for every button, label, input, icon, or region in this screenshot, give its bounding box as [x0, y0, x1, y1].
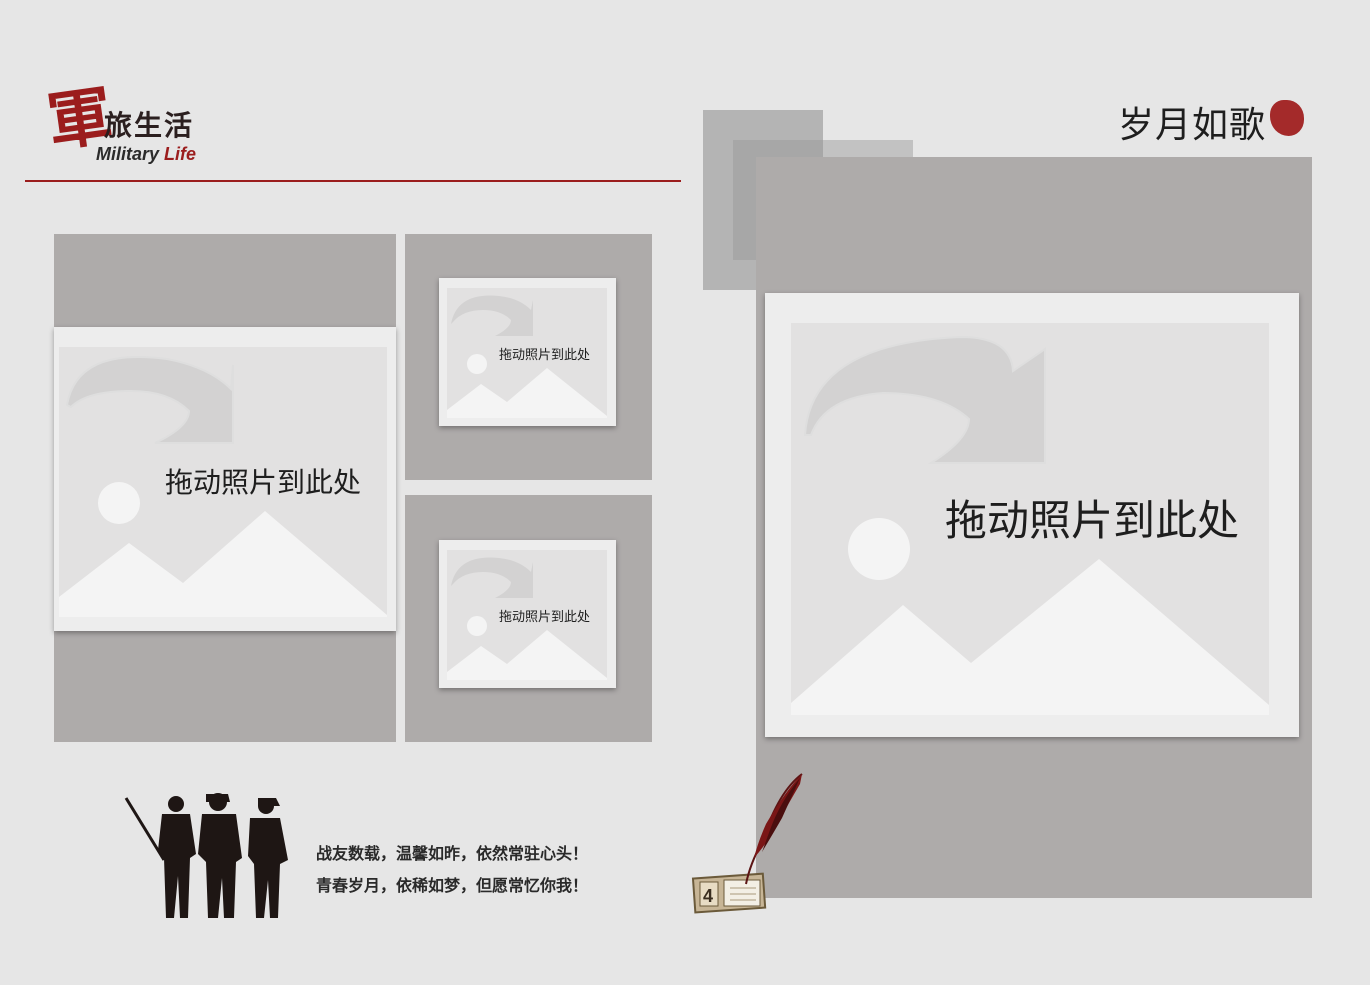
photo-slot-middle-bottom[interactable]: 拖动照片到此处 — [439, 540, 616, 688]
drop-text: 拖动照片到此处 — [945, 496, 1240, 545]
caption: 战友数载，温馨如昨，依然常驻心头！ 青春岁月，依稀如梦，但愿常忆你我！ — [316, 838, 588, 902]
drop-text: 拖动照片到此处 — [499, 610, 591, 625]
caption-line-2: 青春岁月，依稀如梦，但愿常忆你我！ — [316, 876, 589, 895]
logo-subtitle: Military Life — [96, 144, 196, 165]
image-placeholder-icon: 拖动照片到此处 — [447, 288, 607, 418]
logo-title: 旅生活 — [104, 109, 195, 142]
logo-subtitle-military: Military — [96, 144, 160, 164]
photo-slot-left[interactable]: 拖动照片到此处 — [54, 327, 396, 631]
image-placeholder-icon: 拖动照片到此处 — [791, 323, 1269, 715]
logo: 軍 旅生活 Military Life — [43, 78, 238, 172]
page-title: 岁月如歌 — [1118, 105, 1267, 146]
drop-text: 拖动照片到此处 — [499, 348, 591, 363]
header-divider — [25, 180, 681, 182]
caption-line-1: 战友数载，温馨如昨，依然常驻心头！ — [316, 844, 589, 863]
calendar-digit: 4 — [703, 886, 713, 906]
drop-text: 拖动照片到此处 — [165, 466, 362, 499]
image-placeholder-icon: 拖动照片到此处 — [447, 550, 607, 680]
photo-slot-right[interactable]: 拖动照片到此处 — [765, 293, 1299, 737]
feather-quill-icon: 4 — [691, 773, 803, 914]
logo-subtitle-life: Life — [164, 144, 197, 164]
photo-slot-middle-top[interactable]: 拖动照片到此处 — [439, 278, 616, 426]
seal-icon — [1270, 100, 1304, 136]
soldiers-silhouette-icon — [124, 793, 288, 918]
image-placeholder-icon: 拖动照片到此处 — [59, 347, 387, 617]
